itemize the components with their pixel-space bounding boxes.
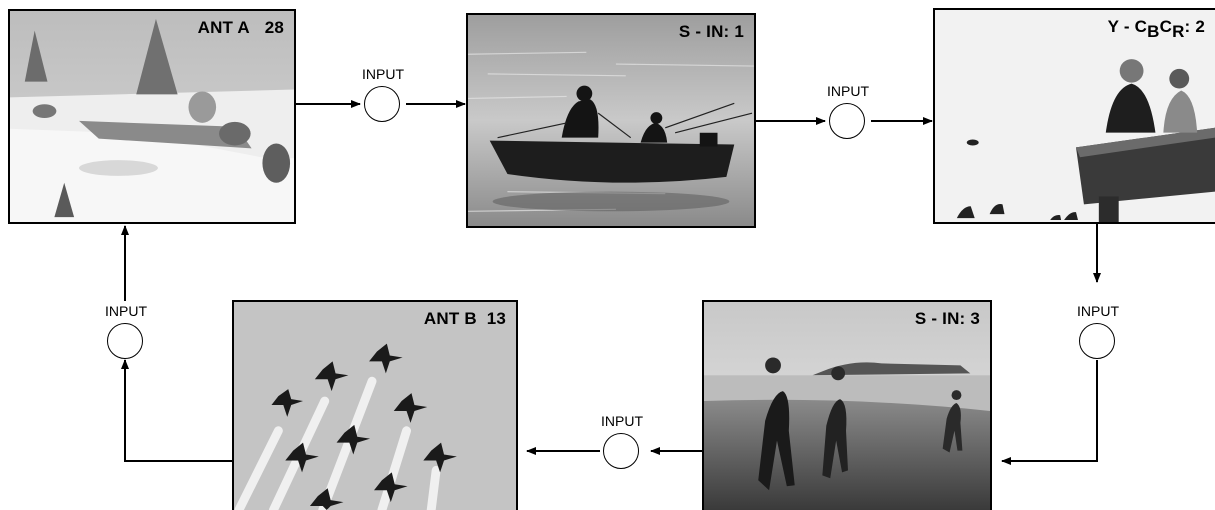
- jets-formation-image: [234, 302, 516, 510]
- arrow-input-to-s-in-3: [1001, 360, 1098, 465]
- screen-s-in-1-caption: S - IN: 1: [678, 22, 744, 41]
- input-label: INPUT: [105, 303, 147, 319]
- screen-s-in-3-caption: S - IN: 3: [914, 309, 980, 328]
- input-button[interactable]: [107, 323, 143, 359]
- ycbcr-mid: C: [1159, 17, 1173, 36]
- channel-number: 28: [264, 18, 284, 37]
- input-button[interactable]: [603, 433, 639, 469]
- fishing-boat-image: [468, 15, 754, 226]
- dock-family-image: [935, 10, 1215, 222]
- input-node-left: INPUT: [94, 303, 158, 375]
- screen-ycbcr: Y - CBCR: 2: [933, 8, 1215, 224]
- input-button[interactable]: [829, 103, 865, 139]
- input-node-right: INPUT: [1066, 303, 1130, 375]
- beach-hikers-image: [704, 302, 990, 510]
- channel-label: ANT A: [197, 18, 250, 37]
- input-label: INPUT: [1077, 303, 1119, 319]
- input-node-top-left: INPUT: [351, 66, 415, 138]
- screen-ycbcr-caption: Y - CBCR: 2: [1107, 17, 1205, 40]
- ycbcr-prefix: Y - C: [1107, 17, 1148, 36]
- input-node-bottom-middle: INPUT: [590, 413, 654, 485]
- screen-ant-a-caption: ANT A 28: [198, 18, 284, 38]
- screen-ant-b-caption: ANT B 13: [424, 309, 506, 329]
- snow-landscape-image: [10, 11, 294, 222]
- ycbcr-sub-r: R: [1172, 22, 1185, 41]
- screen-ant-b: ANT B 13: [232, 300, 518, 510]
- input-label: INPUT: [362, 66, 404, 82]
- ycbcr-suffix: : 2: [1184, 17, 1205, 36]
- input-node-top-right: INPUT: [816, 83, 880, 155]
- screen-ant-a: ANT A 28: [8, 9, 296, 224]
- input-button[interactable]: [1079, 323, 1115, 359]
- input-label: INPUT: [827, 83, 869, 99]
- input-button[interactable]: [364, 86, 400, 122]
- screen-s-in-1: S - IN: 1: [466, 13, 756, 228]
- screen-s-in-3: S - IN: 3: [702, 300, 992, 510]
- arrow-ant-b-to-input: [121, 359, 232, 462]
- channel-number: 13: [486, 309, 506, 328]
- ycbcr-sub-b: B: [1147, 22, 1160, 41]
- channel-label: ANT B: [423, 309, 477, 328]
- input-label: INPUT: [601, 413, 643, 429]
